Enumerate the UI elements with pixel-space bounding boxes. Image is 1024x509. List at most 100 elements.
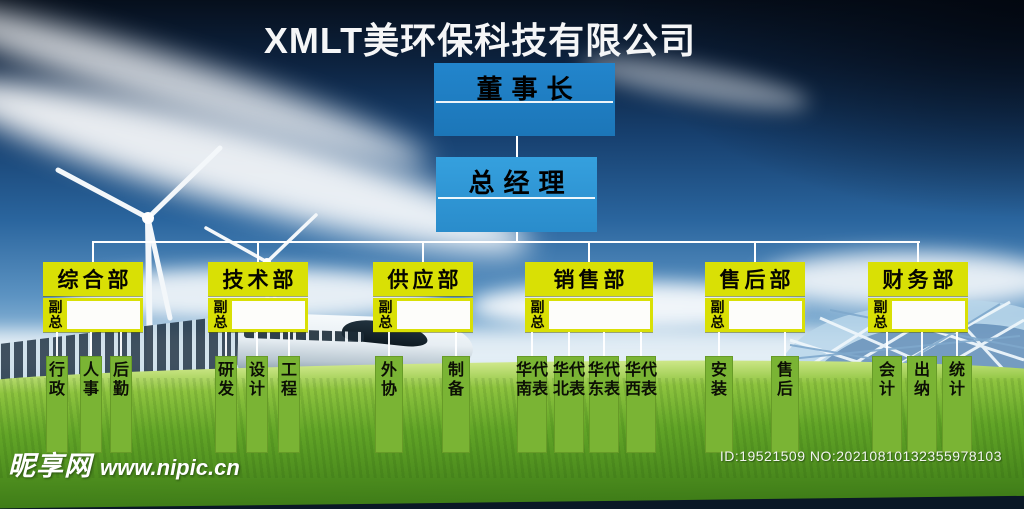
- sub-unit-label-char: 代: [604, 362, 621, 379]
- sub-unit-label-char: 后: [776, 381, 793, 398]
- sub-unit-label-char: 行: [48, 362, 65, 379]
- department-title: 技术部: [208, 262, 308, 296]
- sub-unit-label-char: 工: [280, 362, 297, 379]
- department-title: 财务部: [868, 262, 968, 296]
- poster-title: XMLT美环保科技有限公司: [263, 20, 697, 61]
- connector-line-sub-unit: [388, 332, 390, 356]
- connector-line-sub-unit: [640, 332, 642, 356]
- department-distribution-line: [93, 241, 920, 243]
- connector-line-sub-unit: [603, 332, 605, 356]
- sub-unit-label-column: 外协: [381, 361, 397, 399]
- department-title: 供应部: [373, 262, 473, 296]
- department-title: 销售部: [525, 262, 653, 296]
- sub-unit-label-column: 代表: [569, 361, 585, 399]
- deputy-band-blank-area: [892, 301, 965, 329]
- sub-unit-label-char: 代: [641, 362, 658, 379]
- connector-line-department: [257, 241, 259, 262]
- sub-unit-label-char: 代: [532, 362, 549, 379]
- sub-unit-box: 售后: [771, 356, 799, 453]
- sub-unit-label-char: 售: [776, 362, 793, 379]
- sub-unit-label-char: 代: [569, 362, 586, 379]
- connector-line-sub-unit: [90, 332, 92, 356]
- chairman-label: 董事长: [476, 74, 582, 104]
- department-deputy-band: 副总: [43, 298, 143, 332]
- connector-line-sub-unit: [921, 332, 923, 356]
- sub-unit-label-column: 行政: [49, 361, 65, 399]
- sub-unit-box: 外协: [375, 356, 403, 453]
- department-deputy-band: 副总: [208, 298, 308, 332]
- watermark-image-id: ID:19521509 NO:20210810132355978103: [719, 448, 1002, 464]
- department-title: 综合部: [43, 262, 143, 296]
- sub-unit-label-column: 代表: [641, 361, 657, 399]
- sub-unit-box: 华南代表: [516, 356, 548, 453]
- sub-unit-label-char: 程: [280, 381, 297, 398]
- department-deputy-band: 副总: [868, 298, 968, 332]
- connector-line-sub-unit: [531, 332, 533, 356]
- sub-unit-label-char: 事: [82, 381, 99, 398]
- sub-unit-label-char: 东: [587, 381, 604, 398]
- connector-line-sub-unit: [718, 332, 720, 356]
- sub-unit-label-char: 计: [248, 381, 265, 398]
- connector-line-sub-unit: [784, 332, 786, 356]
- box-divider-line: [436, 101, 613, 103]
- sub-unit-label-char: 华: [624, 362, 641, 379]
- connector-gm-departments: [516, 232, 518, 241]
- sub-unit-box: 行政: [46, 356, 68, 453]
- deputy-band-blank-area: [729, 301, 802, 329]
- sub-unit-label-char: 表: [532, 381, 549, 398]
- deputy-gm-label: 副总: [213, 299, 228, 330]
- deputy-band-blank-area: [232, 301, 305, 329]
- connector-line-department: [754, 241, 756, 262]
- sub-unit-label-column: 工程: [281, 361, 297, 399]
- connector-chairman-gm: [516, 136, 518, 157]
- sub-unit-label-column: 华南: [516, 361, 532, 399]
- connector-line-department: [588, 241, 590, 262]
- connector-line-department: [92, 241, 94, 262]
- deputy-gm-label: 副总: [378, 299, 393, 330]
- department-deputy-band: 副总: [705, 298, 805, 332]
- sub-unit-label-column: 研发: [218, 361, 234, 399]
- sub-unit-box: 出纳: [907, 356, 937, 453]
- connector-line-sub-unit: [886, 332, 888, 356]
- sub-unit-box: 制备: [442, 356, 470, 453]
- deputy-band-blank-area: [549, 301, 650, 329]
- sub-unit-label-char: 后: [112, 362, 129, 379]
- department-title: 售后部: [705, 262, 805, 296]
- sub-unit-label-char: 外: [380, 362, 397, 379]
- sub-unit-label-char: 统: [948, 362, 965, 379]
- connector-line-sub-unit: [455, 332, 457, 356]
- sub-unit-label-char: 北: [552, 381, 569, 398]
- sub-unit-label-column: 代表: [532, 361, 548, 399]
- sub-unit-box: 安装: [705, 356, 733, 453]
- sub-unit-label-char: 华: [587, 362, 604, 379]
- sub-unit-label-column: 华东: [588, 361, 604, 399]
- sub-unit-label-column: 设计: [249, 361, 265, 399]
- departments-layer: 综合部副总行政人事后勤技术部副总研发设计工程供应部副总外协制备销售部副总华南代表…: [43, 241, 972, 453]
- sub-unit-label-char: 计: [948, 381, 965, 398]
- sub-unit-label-char: 出: [913, 362, 930, 379]
- sub-unit-label-char: 纳: [913, 381, 930, 398]
- sub-unit-label-char: 装: [710, 381, 727, 398]
- sub-unit-label-char: 表: [604, 381, 621, 398]
- connector-line-sub-unit: [120, 332, 122, 356]
- sub-unit-label-column: 会计: [879, 361, 895, 399]
- connector-line-sub-unit: [56, 332, 58, 356]
- sub-unit-box: 后勤: [110, 356, 132, 453]
- connector-line-sub-unit: [288, 332, 290, 356]
- sub-unit-label-char: 备: [447, 381, 464, 398]
- connector-line-sub-unit: [256, 332, 258, 356]
- sub-unit-label-char: 协: [380, 381, 397, 398]
- sub-unit-label-column: 华西: [625, 361, 641, 399]
- sub-unit-label-char: 人: [82, 362, 99, 379]
- sub-unit-box: 设计: [246, 356, 268, 453]
- general-manager-label: 总经理: [468, 168, 574, 198]
- deputy-band-blank-area: [67, 301, 140, 329]
- sub-unit-label-char: 华: [552, 362, 569, 379]
- sub-unit-label-char: 设: [248, 362, 265, 379]
- deputy-gm-label: 副总: [48, 299, 63, 330]
- sub-unit-label-char: 表: [569, 381, 586, 398]
- connector-line-department: [917, 241, 919, 262]
- sub-unit-label-char: 会: [878, 362, 895, 379]
- deputy-gm-label: 副总: [873, 299, 888, 330]
- sub-unit-label-char: 西: [624, 381, 641, 398]
